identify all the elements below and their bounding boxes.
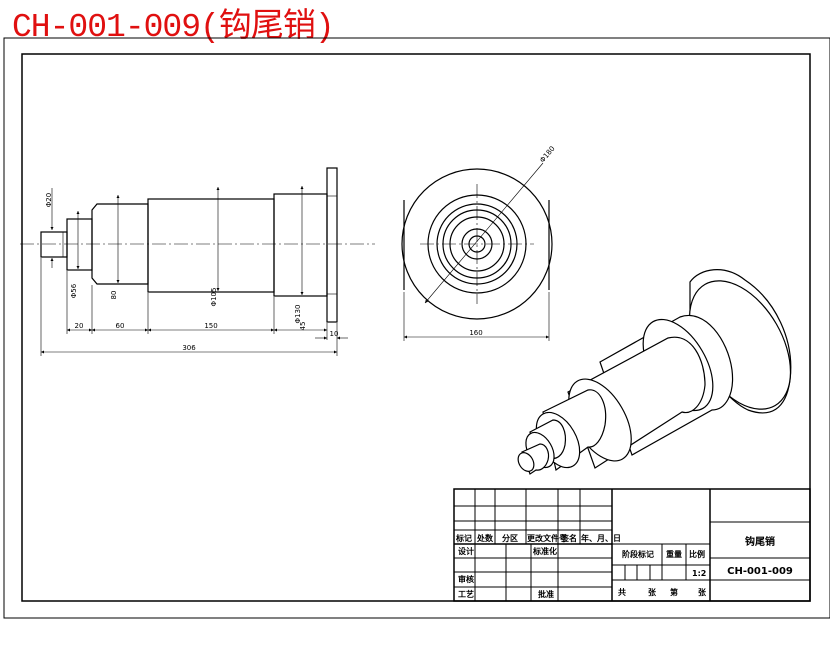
- dim-len-45: 45: [299, 322, 307, 331]
- dim-len-10: 10: [330, 330, 339, 338]
- title-block-text: 标记 处数 分区 更改文件号 签名 年、月、日 设计 标准化 审核 工艺 批准 …: [455, 533, 793, 599]
- tb-date: 年、月、日: [581, 533, 621, 543]
- tb-shenhe: 审核: [458, 574, 474, 584]
- dim-phi130: Φ130: [294, 305, 302, 324]
- page-title: CH-001-009(钩尾销): [12, 9, 335, 46]
- tb-biaoji: 标记: [455, 533, 472, 543]
- isometric-view: [517, 269, 792, 475]
- end-view-dimensions: [403, 162, 550, 341]
- tb-chushu: 处数: [476, 533, 494, 543]
- dim-phi105: Φ105: [210, 288, 218, 307]
- tb-gong: 共: [618, 587, 626, 597]
- tb-scale: 1:2: [692, 569, 706, 578]
- dim-phi180: Φ180: [538, 145, 556, 165]
- tb-qianming: 签名: [560, 533, 577, 543]
- tb-jieduan: 阶段标记: [622, 549, 654, 559]
- tb-bili: 比例: [689, 549, 705, 559]
- dim-width-160: 160: [469, 329, 482, 337]
- tb-fenqu: 分区: [502, 533, 518, 543]
- tb-gongyi: 工艺: [458, 589, 474, 599]
- tb-gengai: 更改文件号: [527, 533, 567, 543]
- front-dimension-labels: Φ20 Φ56 80 Φ105 Φ130 20 60 150 45 10 306: [45, 193, 338, 352]
- tb-biaozhunhua: 标准化: [532, 546, 557, 556]
- dim-len-306: 306: [182, 344, 196, 352]
- tb-zhang1: 张: [648, 588, 657, 597]
- tb-sheji: 设计: [458, 546, 474, 556]
- dim-len-150: 150: [204, 322, 217, 330]
- dim-80: 80: [110, 291, 118, 300]
- dim-phi20: Φ20: [45, 193, 53, 207]
- front-dimensions: [40, 186, 348, 356]
- inner-frame: [21, 53, 811, 602]
- tb-di: 第: [670, 587, 678, 597]
- tb-pizhun: 批准: [538, 589, 554, 599]
- dim-len-20: 20: [75, 322, 84, 330]
- tb-zhongliang: 重量: [666, 549, 682, 559]
- dim-len-60: 60: [116, 322, 125, 330]
- tb-part-name: 钩尾销: [745, 535, 775, 548]
- tb-zhang2: 张: [698, 588, 707, 597]
- dim-phi56: Φ56: [70, 283, 78, 298]
- outer-frame: [3, 37, 830, 619]
- tb-part-number: CH-001-009: [727, 566, 793, 577]
- title-block: [453, 488, 811, 602]
- end-view: [401, 168, 553, 320]
